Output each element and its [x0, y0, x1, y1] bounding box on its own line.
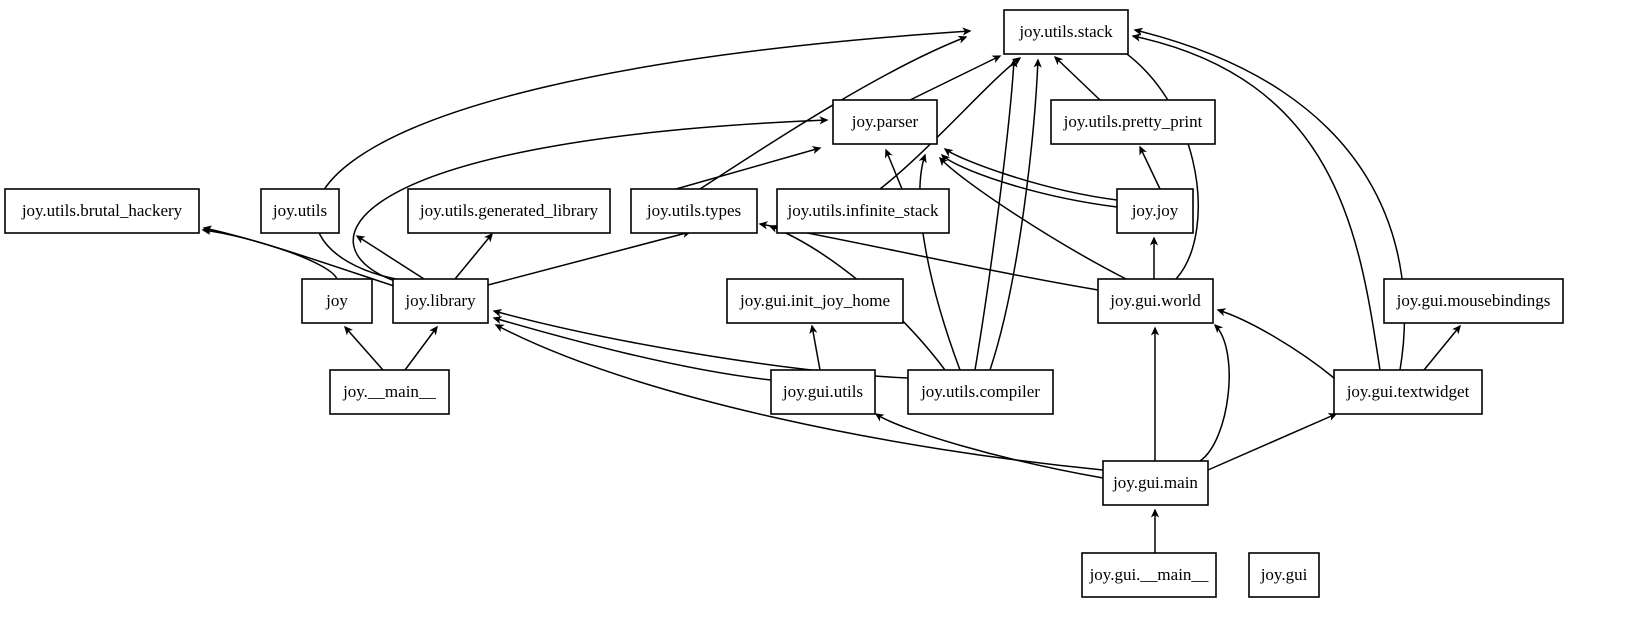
node-label-gui_init_joy_home: joy.gui.init_joy_home	[739, 291, 890, 310]
node-box-utils_genlib[interactable]	[407, 188, 611, 234]
graph-node-gui_world[interactable]: joy.gui.world	[1097, 278, 1214, 324]
graph-edge-utils_pretty-to-utils_stack	[1053, 55, 1101, 101]
node-box-gui_main[interactable]	[1102, 460, 1209, 506]
graph-node-gui_init_joy_home[interactable]: joy.gui.init_joy_home	[726, 278, 904, 324]
graph-edge-gui_utils-to-library	[492, 316, 772, 381]
graph-edge-gui_utils-to-gui_init_joy_home	[809, 324, 821, 371]
graph-node-joy_main[interactable]: joy.__main__	[329, 369, 450, 415]
graph-node-gui_main_module[interactable]: joy.gui.__main__	[1081, 552, 1217, 598]
node-box-gui_mousebindings[interactable]	[1383, 278, 1564, 324]
graph-nodes: joy.utils.stack joy.parser joy.utils.prett…	[4, 9, 1564, 598]
graph-node-utils[interactable]: joy.utils	[260, 188, 340, 234]
graph-edge-gui_textwidget-to-gui_world	[1216, 308, 1335, 379]
graph-edge-utils_types-to-parser	[675, 146, 822, 190]
graph-node-utils_pretty[interactable]: joy.utils.pretty_print	[1050, 99, 1216, 145]
graph-edge-gui_world-to-parser	[938, 156, 1127, 280]
graph-node-gui_textwidget[interactable]: joy.gui.textwidget	[1333, 369, 1483, 415]
node-label-utils_pretty: joy.utils.pretty_print	[1063, 112, 1203, 131]
node-label-utils: joy.utils	[272, 201, 327, 220]
graph-edge-gui_main-to-gui_utils	[874, 413, 1104, 479]
node-box-joy_joy[interactable]	[1116, 188, 1194, 234]
graph-node-library[interactable]: joy.library	[392, 278, 489, 324]
graph-edge-parser-to-utils_stack	[909, 55, 1002, 101]
graph-edge-joy_main-to-library	[404, 325, 438, 371]
graph-node-utils_genlib[interactable]: joy.utils.generated_library	[407, 188, 611, 234]
node-box-utils_infinite[interactable]	[776, 188, 950, 234]
graph-node-gui_utils[interactable]: joy.gui.utils	[770, 369, 876, 415]
node-box-gui_utils[interactable]	[770, 369, 876, 415]
graph-edge-joy_joy-to-utils_pretty	[1139, 145, 1161, 190]
graph-edge-joy_main-to-joy	[344, 325, 384, 371]
graph-node-joy[interactable]: joy	[301, 278, 373, 324]
graph-edge-utils_compiler-to-utils_stack	[974, 58, 1018, 371]
graph-edge-utils_infinite-to-utils_stack	[879, 57, 1022, 190]
graph-node-gui_mousebindings[interactable]: joy.gui.mousebindings	[1383, 278, 1564, 324]
graph-edge-library-to-parser	[352, 116, 829, 283]
node-label-gui_textwidget: joy.gui.textwidget	[1346, 382, 1470, 401]
node-label-utils_brutal: joy.utils.brutal_hackery	[21, 201, 183, 220]
graph-edge-gui_main-to-gui_world	[1199, 323, 1230, 462]
node-label-joy: joy	[325, 291, 348, 310]
graph-edge-joy_joy-to-parser	[943, 148, 1118, 201]
node-label-utils_stack: joy.utils.stack	[1018, 22, 1113, 41]
node-label-joy_joy: joy.joy	[1131, 201, 1179, 220]
node-label-gui_utils: joy.gui.utils	[782, 382, 863, 401]
graph-edge-utils_compiler-to-parser	[918, 153, 961, 371]
node-label-utils_genlib: joy.utils.generated_library	[419, 201, 599, 220]
node-label-utils_types: joy.utils.types	[646, 201, 741, 220]
graph-node-utils_types[interactable]: joy.utils.types	[630, 188, 758, 234]
graph-node-utils_brutal[interactable]: joy.utils.brutal_hackery	[4, 188, 200, 234]
node-label-joy_main: joy.__main__	[342, 382, 436, 401]
node-label-gui_main: joy.gui.main	[1112, 473, 1198, 492]
node-label-gui: joy.gui	[1260, 565, 1308, 584]
node-box-utils_types[interactable]	[630, 188, 758, 234]
node-label-gui_world: joy.gui.world	[1109, 291, 1201, 310]
node-box-gui_world[interactable]	[1097, 278, 1214, 324]
graph-edge-joy-to-utils_brutal	[201, 226, 338, 280]
node-box-parser[interactable]	[832, 99, 938, 145]
node-label-utils_compiler: joy.utils.compiler	[920, 382, 1040, 401]
graph-edge-gui_world-to-utils_stack	[1103, 39, 1200, 280]
node-box-gui_init_joy_home[interactable]	[726, 278, 904, 324]
graph-node-utils_compiler[interactable]: joy.utils.compiler	[907, 369, 1054, 415]
node-label-gui_main_module: joy.gui.__main__	[1089, 565, 1209, 584]
graph-node-joy_joy[interactable]: joy.joy	[1116, 188, 1194, 234]
graph-edge-gui_main-to-gui_textwidget	[1207, 413, 1338, 471]
node-box-utils_compiler[interactable]	[907, 369, 1054, 415]
graph-node-utils_stack[interactable]: joy.utils.stack	[1003, 9, 1129, 55]
graph-edge-utils_compiler-to-utils_stack	[989, 58, 1042, 371]
node-box-gui_main_module[interactable]	[1081, 552, 1217, 598]
node-label-parser: joy.parser	[851, 112, 919, 131]
node-label-gui_mousebindings: joy.gui.mousebindings	[1396, 291, 1551, 310]
graph-edge-utils_types-to-utils_stack	[699, 35, 968, 190]
graph-edge-utils_infinite-to-parser	[885, 148, 903, 190]
node-box-utils_stack[interactable]	[1003, 9, 1129, 55]
node-box-gui[interactable]	[1248, 552, 1320, 598]
graph-node-utils_infinite[interactable]: joy.utils.infinite_stack	[776, 188, 950, 234]
graph-edge-library-to-utils	[355, 235, 425, 280]
graph-edge-gui_textwidget-to-utils_stack	[1131, 33, 1381, 371]
node-box-joy[interactable]	[301, 278, 373, 324]
graph-node-gui_main[interactable]: joy.gui.main	[1102, 460, 1209, 506]
node-box-utils_brutal[interactable]	[4, 188, 200, 234]
node-label-library: joy.library	[404, 291, 476, 310]
node-box-utils[interactable]	[260, 188, 340, 234]
node-box-library[interactable]	[392, 278, 489, 324]
node-box-joy_main[interactable]	[329, 369, 450, 415]
graph-node-parser[interactable]: joy.parser	[832, 99, 938, 145]
graph-node-gui[interactable]: joy.gui	[1248, 552, 1320, 598]
graph-edge-gui_textwidget-to-gui_mousebindings	[1423, 324, 1461, 371]
node-label-utils_infinite: joy.utils.infinite_stack	[787, 201, 939, 220]
node-box-gui_textwidget[interactable]	[1333, 369, 1483, 415]
node-box-utils_pretty[interactable]	[1050, 99, 1216, 145]
graph-edge-library-to-utils_genlib	[454, 232, 493, 280]
graph-edge-library-to-utils_stack	[314, 27, 972, 280]
graph-edge-library-to-utils_types	[487, 229, 692, 286]
